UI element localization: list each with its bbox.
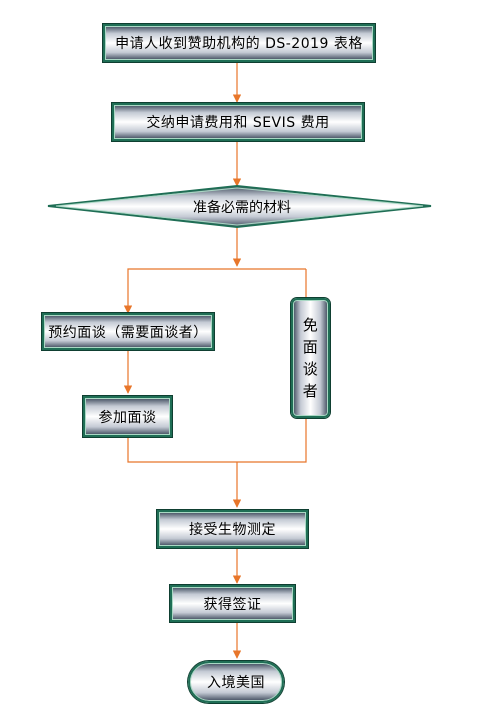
step-attend-interview-label: 参加面谈: [98, 409, 157, 426]
connector-5-merge: [127, 437, 237, 463]
step-interview-exempt: 免 面 谈 者: [291, 298, 330, 418]
step-get-visa: 获得签证: [170, 585, 295, 622]
step-receive-ds2019-label: 申请人收到赞助机构的 DS-2019 表格: [115, 36, 363, 52]
step-pay-fees-label: 交纳申请费用和 SEVIS 费用: [146, 115, 330, 131]
step-enter-us: 入境美国: [188, 661, 284, 703]
step-interview-exempt-char-4: 者: [302, 382, 319, 400]
step-schedule-interview-label: 预约面谈（需要面谈者）: [48, 324, 208, 341]
decision-diamond-inner-border: [55, 187, 424, 226]
step-biometrics: 接受生物测定: [157, 510, 308, 548]
step-enter-us-label: 入境美国: [207, 675, 265, 691]
step-interview-exempt-char-1: 免: [302, 316, 319, 334]
step-interview-exempt-char-3: 谈: [302, 360, 319, 378]
connector-branch-left: [123, 268, 237, 314]
connector-6-merge: [237, 418, 307, 463]
step-biometrics-label: 接受生物测定: [189, 522, 276, 538]
step-pay-fees: 交纳申请费用和 SEVIS 费用: [112, 103, 364, 141]
step-attend-interview: 参加面谈: [83, 396, 172, 437]
decision-diamond: [47, 184, 432, 229]
decision-prepare-materials-label: 准备必需的材料: [193, 200, 291, 216]
step-get-visa-label: 获得签证: [203, 596, 262, 613]
step-receive-ds2019: 申请人收到赞助机构的 DS-2019 表格: [103, 24, 375, 62]
step-schedule-interview: 预约面谈（需要面谈者）: [42, 313, 214, 350]
step-interview-exempt-char-2: 面: [302, 338, 319, 356]
